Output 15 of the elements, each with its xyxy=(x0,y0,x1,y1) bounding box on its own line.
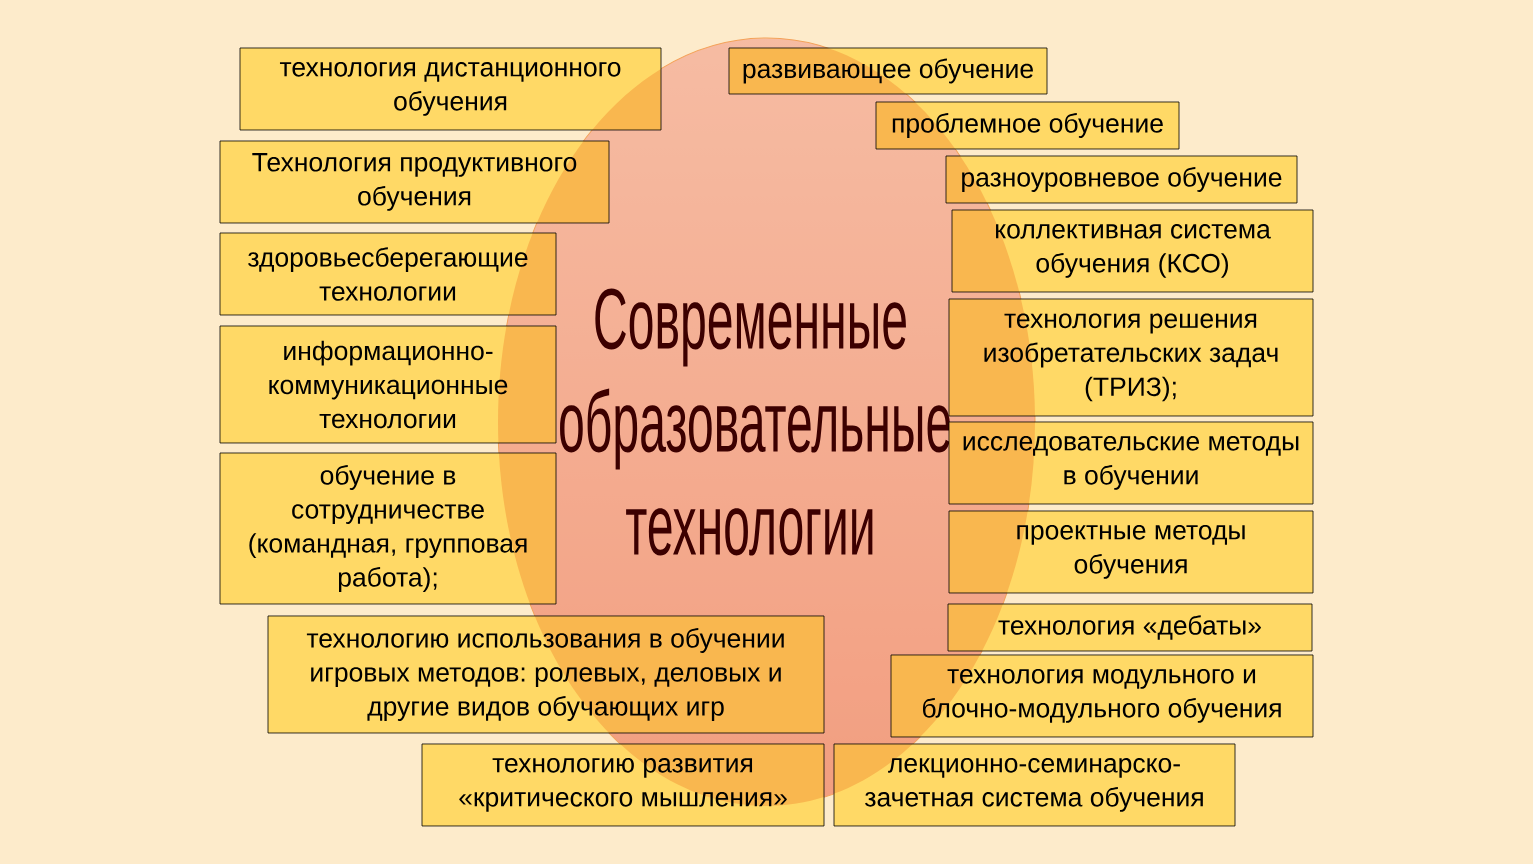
text-box: здоровьесберегающие технологии xyxy=(219,232,557,316)
text-box: Технология продуктивного обучения xyxy=(219,140,610,224)
text-box: технология модульного и блочно-модульного обучения xyxy=(890,654,1314,738)
text-box: технология «дебаты» xyxy=(947,603,1313,652)
text-box: разноуровневое обучение xyxy=(945,155,1298,204)
text-box: обучение в сотрудничестве (командная, групповая работа); xyxy=(219,452,557,605)
text-box: технологию использования в обучении игровых методов: ролевых, деловых и другие видов обучающих игр xyxy=(267,615,825,734)
text-box: технология решения изобретательских задач (ТРИЗ); xyxy=(948,298,1314,417)
text-box: лекционно-семинарско-зачетная система обучения xyxy=(833,743,1236,827)
text-box: проектные методы обучения xyxy=(948,510,1314,594)
text-box: проблемное обучение xyxy=(875,101,1180,150)
text-box: технологию развития «критического мышления» xyxy=(421,743,825,827)
text-box: технология дистанционного обучения xyxy=(239,47,662,131)
text-box: информационно-коммуникационные технологии xyxy=(219,325,557,444)
text-box: коллективная система обучения (КСО) xyxy=(951,209,1314,293)
